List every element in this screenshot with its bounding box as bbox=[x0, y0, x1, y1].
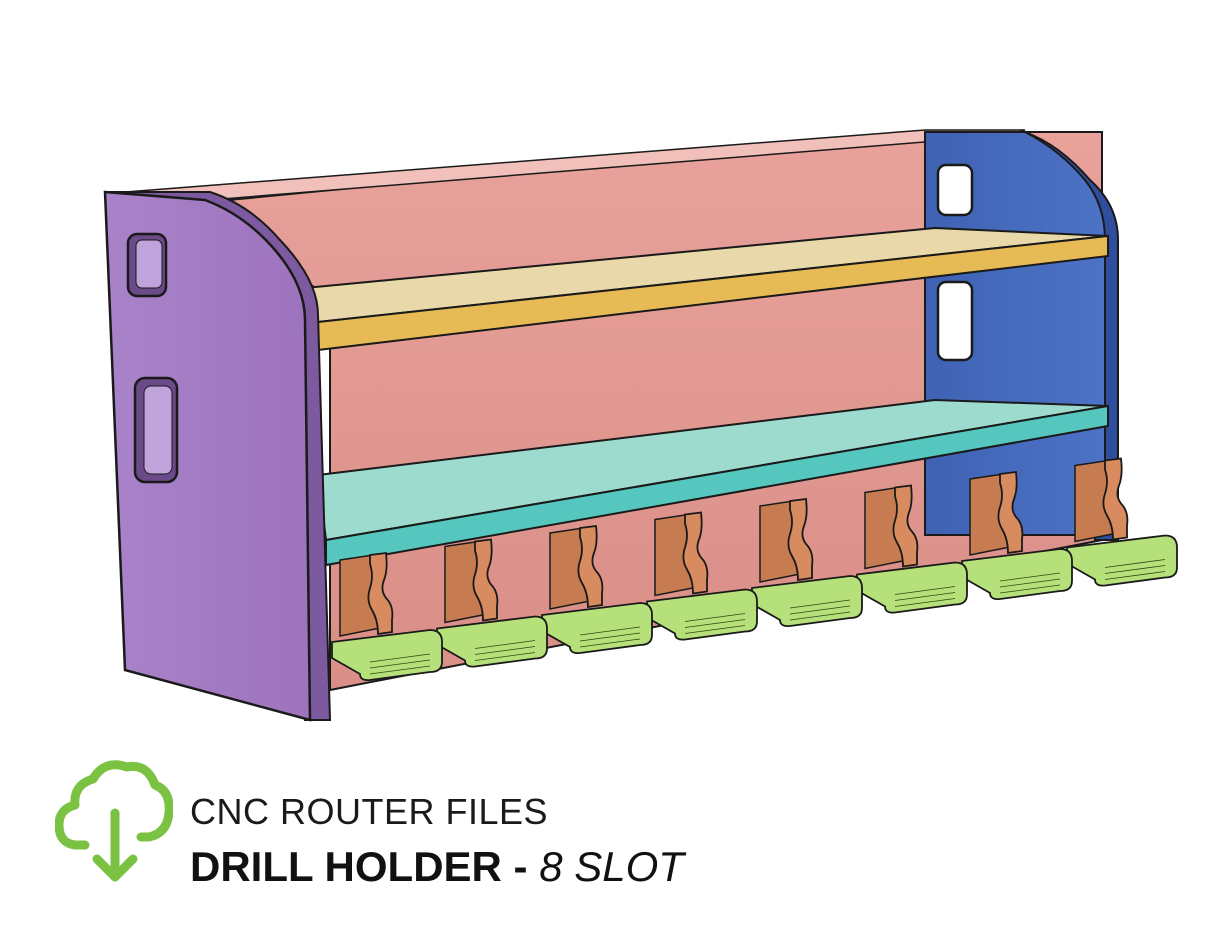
base-plate-layer-line bbox=[789, 599, 851, 609]
drill-holder-render bbox=[103, 129, 1178, 722]
base-plate-layer-line bbox=[474, 652, 536, 661]
bracket bbox=[997, 470, 1024, 555]
base-plate-layer-line bbox=[1104, 559, 1166, 568]
left-handle-slot-lower-inner bbox=[143, 385, 173, 475]
base-plate-layer-line bbox=[1104, 565, 1166, 574]
left-side-panel-face bbox=[103, 190, 312, 722]
drill-slot bbox=[646, 511, 758, 641]
base-plate-layer-line bbox=[579, 632, 641, 642]
base-plate-layer-line bbox=[1104, 571, 1166, 580]
base-plate-layer-line bbox=[684, 619, 746, 628]
bracket bbox=[1102, 457, 1129, 541]
drill-slots bbox=[331, 457, 1178, 682]
cloud-download-icon bbox=[55, 760, 173, 882]
base-plate bbox=[436, 615, 548, 668]
base-plate-layer-line bbox=[369, 653, 431, 663]
product-name: DRILL HOLDER bbox=[190, 843, 502, 890]
bracket bbox=[577, 524, 604, 609]
drill-slot bbox=[1066, 457, 1178, 587]
drill-slot bbox=[856, 484, 968, 614]
base-plate-layer-line bbox=[579, 638, 641, 648]
base-plate-layer-line bbox=[894, 586, 956, 595]
base-plate bbox=[646, 588, 758, 641]
base-plate bbox=[751, 575, 863, 628]
base-plate-layer-line bbox=[684, 613, 746, 622]
bracket bbox=[367, 551, 394, 636]
left-handle-slot-upper-inner bbox=[135, 239, 163, 289]
caption-title: DRILL HOLDER - 8 SLOT bbox=[190, 843, 684, 891]
base-plate-layer-line bbox=[999, 584, 1061, 594]
drill-slot bbox=[751, 497, 863, 628]
base-plate-layer-line bbox=[894, 592, 956, 601]
product-variant: 8 SLOT bbox=[539, 843, 684, 890]
base-plate-layer-line bbox=[789, 605, 851, 615]
bracket bbox=[682, 511, 709, 595]
base-plate-layer-line bbox=[369, 659, 431, 669]
base-plate-layer-line bbox=[579, 626, 641, 636]
bracket bbox=[892, 484, 919, 568]
caption-subtitle: CNC ROUTER FILES bbox=[190, 791, 549, 832]
base-plate bbox=[1066, 534, 1178, 587]
right-handle-slot-upper bbox=[936, 163, 974, 217]
bracket bbox=[472, 538, 499, 622]
bracket bbox=[787, 497, 814, 582]
drill-slot bbox=[436, 538, 548, 668]
base-plate-layer-line bbox=[684, 625, 746, 634]
right-handle-slot-lower bbox=[936, 280, 974, 362]
base-plate-layer-line bbox=[369, 665, 431, 675]
caption-block: CNC ROUTER FILES DRILL HOLDER - 8 SLOT bbox=[55, 755, 1155, 935]
title-separator: - bbox=[501, 843, 540, 890]
base-plate bbox=[541, 602, 653, 655]
base-plate-layer-line bbox=[474, 646, 536, 655]
drill-slot bbox=[541, 524, 653, 655]
base-plate bbox=[331, 629, 443, 682]
base-plate-layer-line bbox=[474, 640, 536, 649]
base-plate-layer-line bbox=[789, 611, 851, 621]
base-plate-layer-line bbox=[999, 572, 1061, 582]
base-plate-layer-line bbox=[894, 598, 956, 607]
drill-slot bbox=[961, 470, 1073, 601]
base-plate bbox=[856, 561, 968, 614]
drill-slot bbox=[331, 551, 443, 682]
base-plate-layer-line bbox=[999, 578, 1061, 588]
base-plate bbox=[961, 548, 1073, 601]
